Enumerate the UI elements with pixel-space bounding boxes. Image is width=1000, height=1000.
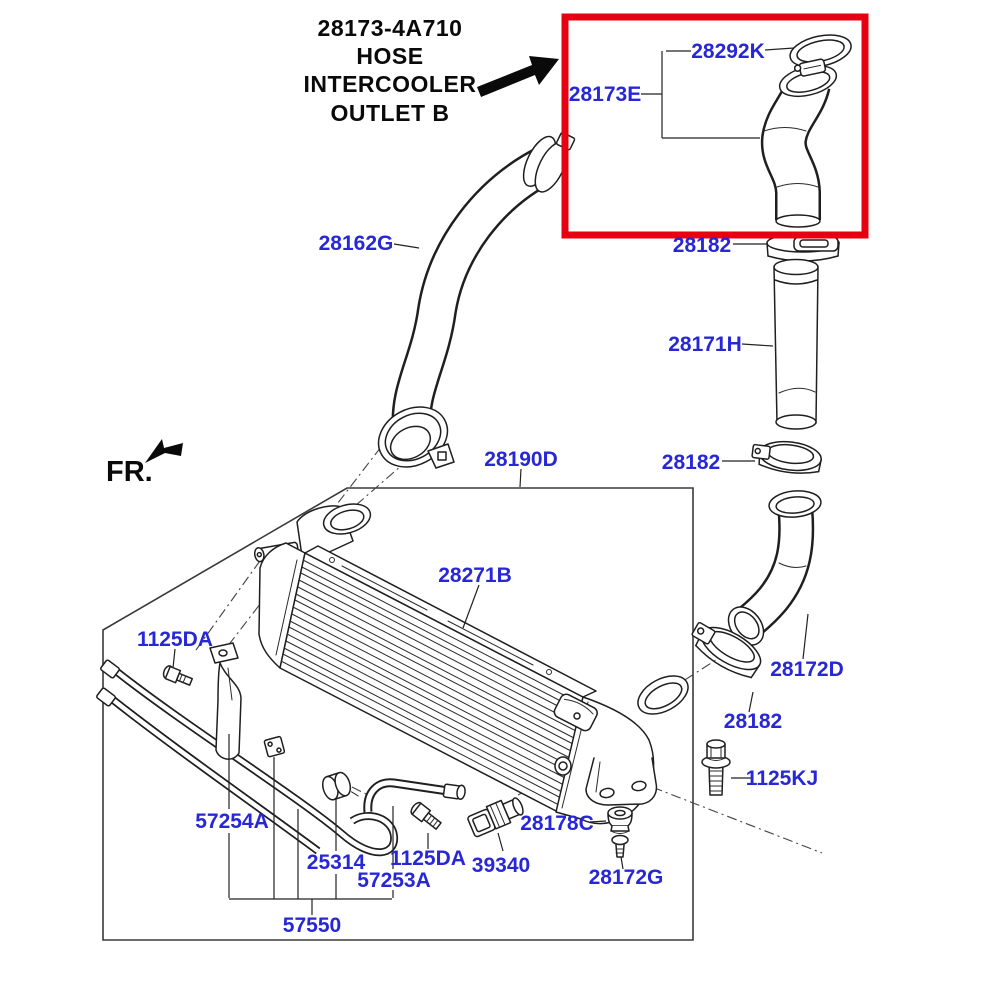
part-label-28190D: 28190D [484, 448, 558, 471]
part-label-57254A: 57254A [195, 810, 269, 833]
part-label-1125KJ: 1125KJ [746, 767, 818, 790]
part-label-25314: 25314 [307, 851, 366, 874]
intercooler-drawing [253, 503, 689, 825]
front-marker-label: FR. [106, 456, 153, 488]
callout-line1: HOSE [356, 43, 423, 69]
clamp-28182b-drawing [751, 440, 822, 474]
assembly-boundary [102, 487, 694, 941]
clamp-28182c-drawing [691, 621, 762, 679]
part-label-28178C: 28178C [520, 812, 594, 835]
title-callout: 28173-4A710 HOSE INTERCOOLER OUTLET B [304, 15, 477, 126]
front-direction-arrow-icon [145, 439, 183, 463]
bolt-1125da-b-drawing [410, 801, 442, 830]
part-label-28182-b: 28182 [662, 451, 720, 474]
clamp-28292k-drawing [789, 34, 852, 77]
bracket-57254a-drawing [209, 642, 242, 760]
outlet-hose-column-drawing [691, 34, 852, 679]
leader-lines [172, 47, 809, 915]
part-label-28182-c: 28182 [724, 710, 782, 733]
tube-assembly-drawing [96, 642, 466, 857]
part-label-28171H: 28171H [668, 333, 742, 356]
part-label-1125DA-b: 1125DA [390, 847, 466, 870]
part-labels: 28292K 28173E 28182 28171H 28182 28162G … [137, 40, 844, 937]
part-label-28162G: 28162G [319, 232, 394, 255]
part-label-28182-a: 28182 [673, 234, 731, 257]
part-label-28292K: 28292K [691, 40, 765, 63]
bolt-1125kj-drawing [701, 739, 731, 796]
highlight-box [561, 13, 869, 239]
pipe-28171h-drawing [773, 258, 819, 430]
callout-part-number: 28173-4A710 [318, 15, 463, 41]
hose-28162g-drawing [377, 132, 576, 469]
bolt-1125da-a-drawing [162, 665, 194, 686]
part-label-28172D: 28172D [770, 658, 844, 681]
part-label-57253A: 57253A [357, 869, 431, 892]
callout-line2: INTERCOOLER [304, 71, 477, 97]
callout-line3: OUTLET B [331, 100, 450, 126]
clamp-25314-drawing [321, 771, 359, 801]
part-label-28172G: 28172G [589, 866, 664, 889]
small-parts-drawing [467, 739, 731, 858]
part-label-39340: 39340 [472, 854, 530, 877]
part-label-1125DA-a: 1125DA [137, 628, 213, 651]
part-label-28173E: 28173E [569, 83, 641, 106]
callout-arrow-icon [477, 56, 559, 97]
part-label-28271B: 28271B [438, 564, 512, 587]
core-fins [280, 559, 582, 806]
part-label-57550: 57550 [283, 914, 341, 937]
